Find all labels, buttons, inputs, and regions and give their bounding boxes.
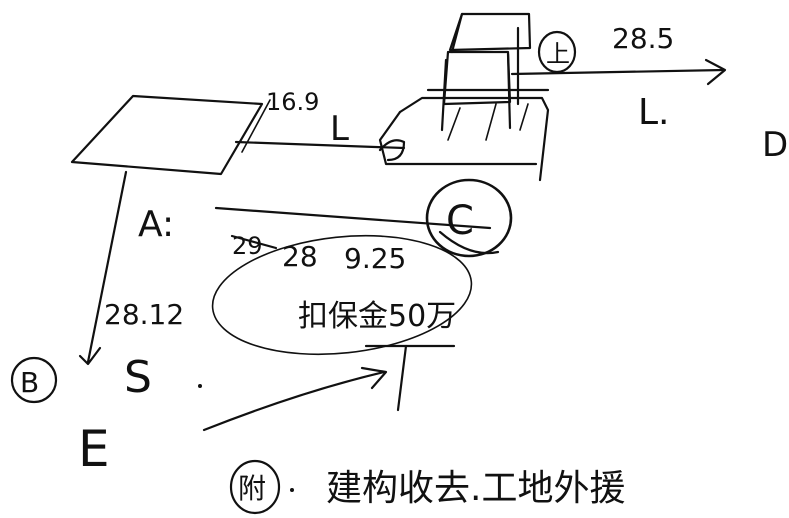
label-circled-bottom: 附 bbox=[238, 472, 266, 505]
arrow-right-head bbox=[704, 58, 727, 86]
circle-top bbox=[537, 30, 577, 74]
label-D: D bbox=[762, 125, 788, 165]
dot-mark bbox=[290, 488, 294, 492]
label-circled-C: C bbox=[446, 198, 474, 244]
label-value-top-right: 28.5 bbox=[612, 22, 674, 55]
machine-sketch bbox=[378, 12, 550, 182]
label-circled-B: B bbox=[20, 366, 39, 399]
diagonal-arrow-head bbox=[360, 366, 388, 390]
big-oval bbox=[211, 234, 473, 356]
slash-top-left bbox=[241, 99, 271, 153]
label-E: E bbox=[78, 420, 110, 478]
circle-B bbox=[10, 356, 58, 404]
circle-C-tail bbox=[438, 230, 500, 255]
label-value-top-left: 16.9 bbox=[266, 88, 319, 116]
dot-mark bbox=[198, 384, 202, 388]
arrow-head-B bbox=[78, 346, 102, 366]
label-oval-line1-a: 28 bbox=[282, 240, 318, 273]
label-value-left: 28.12 bbox=[104, 298, 184, 331]
arrow-tip-machine bbox=[378, 139, 406, 162]
line-to-B bbox=[86, 170, 128, 364]
circle-C bbox=[425, 178, 513, 258]
label-circled-top: 上 bbox=[546, 40, 570, 68]
label-struck-value: 29 bbox=[232, 232, 263, 260]
left-parallelogram bbox=[70, 94, 264, 176]
oval-bottom-tick bbox=[396, 344, 408, 412]
label-S: S bbox=[124, 352, 152, 403]
label-point-A: A: bbox=[138, 204, 174, 245]
line-to-machine bbox=[234, 140, 406, 150]
diagonal-arrow bbox=[202, 370, 386, 432]
label-L-mid: L bbox=[330, 109, 349, 149]
arrow-right-line bbox=[510, 68, 726, 76]
label-bottom-note: 建构收去.工地外援 bbox=[326, 468, 625, 509]
label-oval-line1-b: 9.25 bbox=[344, 242, 406, 275]
line-A-to-C bbox=[214, 206, 492, 230]
circle-bottom bbox=[229, 459, 281, 515]
strike-line bbox=[230, 234, 278, 250]
label-L-right: L. bbox=[638, 92, 670, 133]
label-oval-line2: 扣保金50万 bbox=[298, 299, 456, 334]
